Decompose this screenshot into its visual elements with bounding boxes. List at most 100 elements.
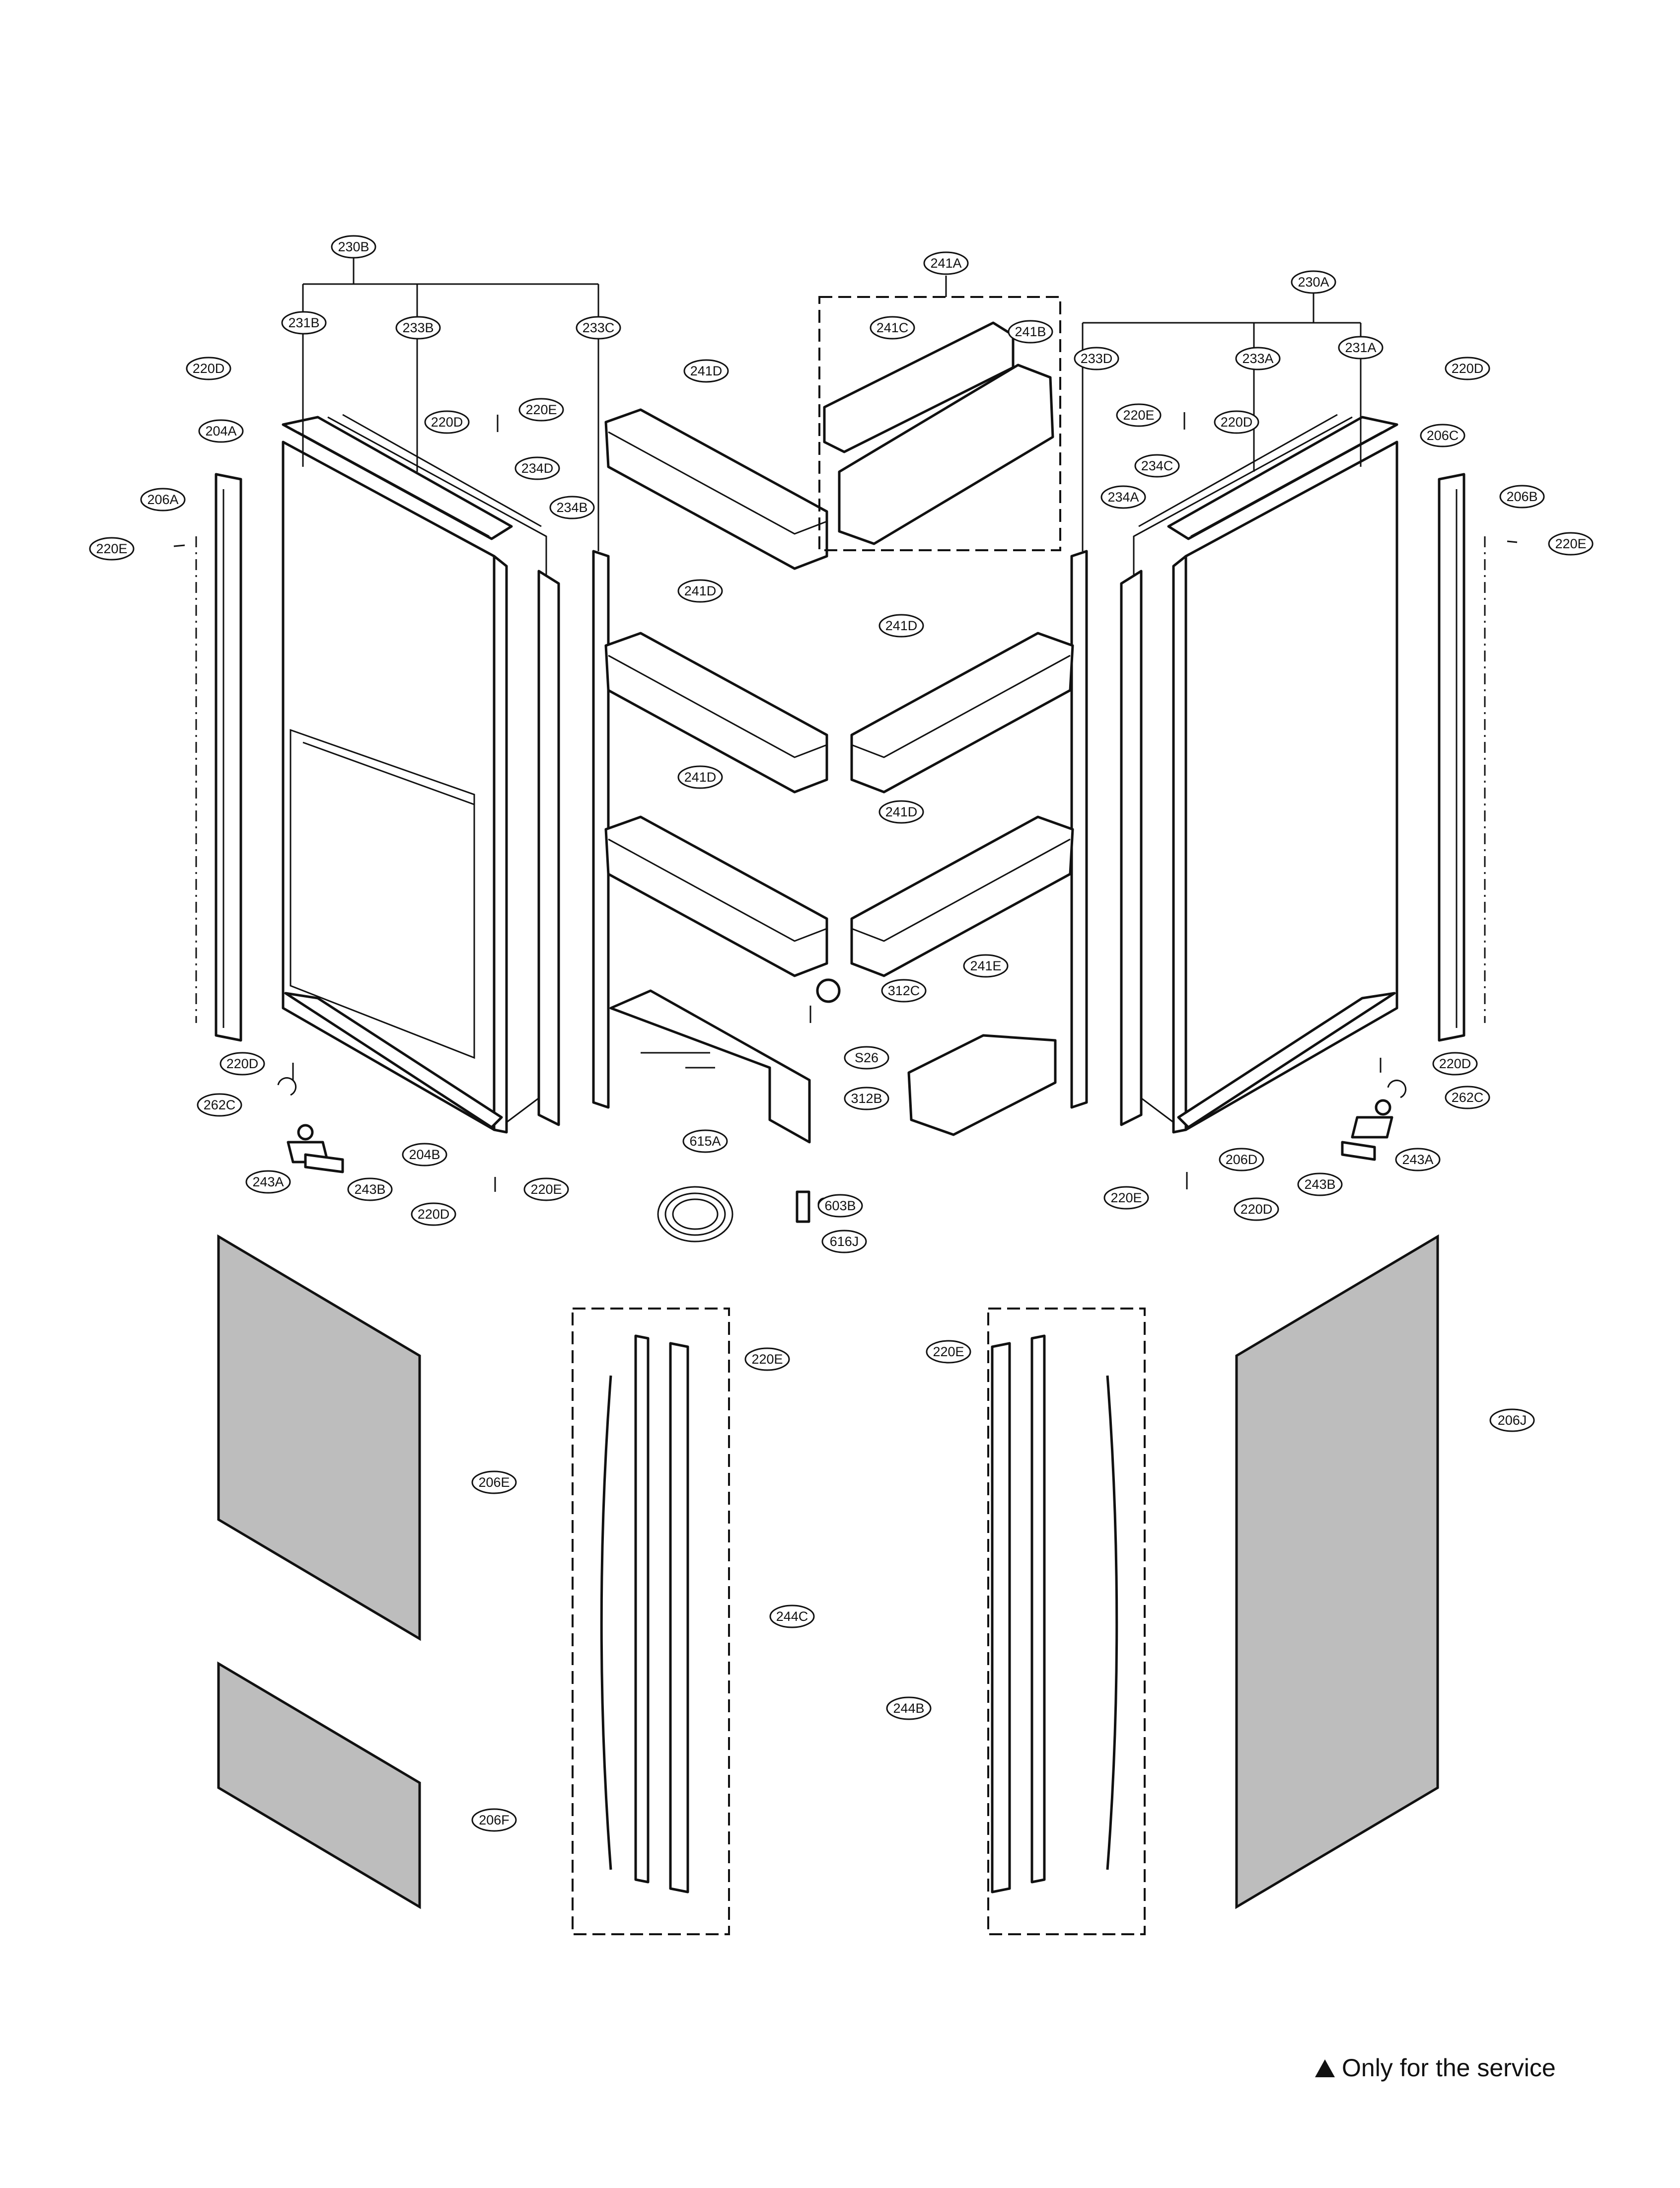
fitting-616J: [796, 1190, 810, 1223]
decor-panels: [217, 1234, 1439, 1909]
callout-206B: 206B: [1499, 485, 1545, 509]
bin-241D-2: [604, 632, 828, 794]
callout-text: 206A: [147, 492, 178, 507]
panel-206J: [1235, 1234, 1439, 1909]
handle-bar-244B-b: [991, 1342, 1011, 1894]
callout-text: 233A: [1242, 351, 1273, 366]
callout-231B: 231B: [281, 311, 327, 335]
callout-oval: [1489, 1408, 1535, 1432]
callout-615A: 615A: [682, 1129, 728, 1153]
callout-241D-a: 241D: [683, 359, 729, 383]
callout-oval: [518, 398, 564, 422]
callout-oval: [744, 1347, 790, 1371]
callout-234B: 234B: [549, 496, 595, 519]
callout-text: 233B: [402, 320, 434, 335]
callout-241D-b: 241D: [677, 579, 723, 603]
callout-312B: 312B: [844, 1087, 889, 1110]
callout-text: 220E: [1123, 408, 1154, 423]
gasket-233C: [592, 550, 610, 1109]
callout-oval: [331, 235, 376, 259]
callout-230B: 230B: [331, 235, 376, 259]
callout-241D-d: 241D: [677, 765, 723, 789]
callout-oval: [1134, 454, 1180, 478]
hinge-243A-right: [1351, 1116, 1393, 1139]
bin-241D-1: [604, 408, 828, 570]
callout-oval: [1420, 424, 1465, 447]
callout-234C: 234C: [1134, 454, 1180, 478]
callout-text: 206F: [479, 1813, 510, 1827]
callout-S26: S26: [844, 1046, 889, 1070]
panel-206F: [217, 1661, 421, 1909]
callout-oval: [1499, 485, 1545, 509]
callout-oval: [523, 1177, 569, 1201]
callout-241A: 241A: [923, 251, 969, 275]
callout-oval: [1338, 336, 1384, 360]
knob-312C: [816, 978, 841, 1003]
callout-text: 231B: [288, 315, 319, 330]
callout-text: 206E: [478, 1475, 510, 1490]
callout-220E-c: 220E: [1116, 403, 1162, 427]
service-note: Only for the service: [1315, 2053, 1556, 2082]
callout-oval: [1214, 410, 1259, 434]
liner-strip-234A: [1120, 570, 1143, 1126]
callout-220D-f: 220D: [411, 1202, 456, 1226]
callout-text: 220E: [525, 402, 557, 417]
callout-206C: 206C: [1420, 424, 1465, 447]
callout-oval: [1116, 403, 1162, 427]
service-note-text: Only for the service: [1342, 2054, 1556, 2082]
callout-oval: [1219, 1148, 1264, 1171]
callout-220E-h: 220E: [926, 1340, 971, 1364]
callout-text: 220D: [1221, 415, 1253, 430]
callout-oval: [424, 410, 470, 434]
tray-241B: [838, 364, 1054, 545]
callout-text: 262C: [1452, 1090, 1484, 1105]
callout-oval: [677, 579, 723, 603]
left-door-panel: [282, 440, 496, 1131]
callout-244C: 244C: [769, 1605, 815, 1628]
callout-220E-g: 220E: [744, 1347, 790, 1371]
callout-243A-b: 243A: [1395, 1148, 1441, 1171]
callout-text: 233D: [1081, 351, 1113, 366]
callout-text: 230B: [338, 239, 369, 254]
callout-text: 241D: [684, 770, 717, 785]
callout-text: 220E: [1555, 536, 1586, 551]
callout-text: 220D: [226, 1056, 259, 1071]
top-cap-204A: [282, 416, 513, 540]
group-box-241A: [818, 296, 1061, 551]
callout-234D: 234D: [514, 456, 560, 480]
callout-text: 312C: [888, 983, 920, 998]
callout-oval: [1445, 1086, 1490, 1109]
right-door-panel: [1184, 440, 1398, 1131]
callout-206A: 206A: [140, 488, 186, 511]
callout-oval: [471, 1470, 517, 1494]
door-bins: [604, 296, 1074, 1242]
callout-234A: 234A: [1100, 485, 1146, 509]
callout-text: 220E: [530, 1182, 562, 1197]
callout-text: 243A: [1402, 1152, 1433, 1167]
callout-text: 241C: [877, 320, 909, 335]
callout-233B: 233B: [395, 316, 441, 340]
callout-text: 220D: [1241, 1202, 1273, 1217]
callout-text: 615A: [689, 1134, 721, 1149]
callout-220D-g: 220D: [1432, 1052, 1478, 1076]
callout-text: 244B: [893, 1701, 924, 1716]
callout-oval: [844, 1046, 889, 1070]
callout-oval: [821, 1230, 867, 1253]
callout-oval: [471, 1808, 517, 1832]
callout-oval: [1291, 270, 1336, 294]
liner-strip-234B: [537, 570, 560, 1126]
callout-220E-f: 220E: [1103, 1186, 1149, 1210]
callout-text: 230A: [1298, 275, 1329, 290]
callout-text: 234A: [1107, 490, 1139, 505]
callout-oval: [881, 979, 927, 1003]
callout-text: 241D: [690, 364, 723, 378]
chute-312B: [609, 989, 811, 1144]
handles: [572, 1308, 1146, 1935]
callout-oval: [1100, 485, 1146, 509]
callout-oval: [219, 1052, 265, 1076]
callout-oval: [1445, 357, 1490, 380]
callout-text: 603B: [824, 1198, 856, 1213]
callout-oval: [683, 359, 729, 383]
callout-206E: 206E: [471, 1470, 517, 1494]
